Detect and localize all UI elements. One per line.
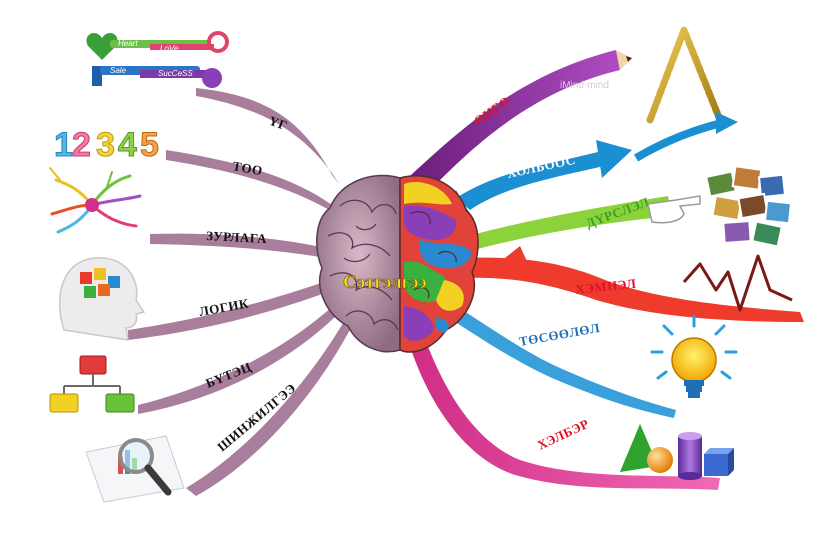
magnifier-chart-icon <box>85 435 185 503</box>
heartbeat-icon <box>682 254 793 312</box>
shapes-icon <box>620 424 734 480</box>
label-tosoolol: ТӨСӨӨЛӨЛ <box>518 320 601 349</box>
key-text-sale: Sale <box>110 66 127 75</box>
watermark-text: iMind-mind <box>560 80 609 91</box>
brain-left-hemisphere <box>316 174 401 353</box>
branch-khemnel <box>462 246 804 322</box>
branch-ug <box>196 88 340 185</box>
left-branches <box>128 88 354 496</box>
label-ug: ҮГ <box>267 113 290 133</box>
key-text-love: LoVe <box>160 44 179 53</box>
mindmap-icon <box>49 167 142 234</box>
numbers-icon: 1 2 3 4 5 <box>54 126 160 165</box>
label-khemnel: ХЭМНЭЛ <box>575 276 637 297</box>
branch-tosoolol <box>440 300 676 418</box>
branch-durslel <box>460 196 672 252</box>
key-text-success: SucCeSS <box>158 69 193 78</box>
branch-zurlaga <box>150 233 326 258</box>
branch-ongo <box>410 50 632 192</box>
org-chart-icon <box>49 355 135 413</box>
central-brain: Сэтгэлгээ <box>316 174 479 353</box>
number-1: 1 <box>54 126 73 164</box>
number-4: 4 <box>118 126 137 164</box>
number-3: 3 <box>96 126 115 164</box>
branch-butets <box>138 305 340 414</box>
label-too: ТОО <box>231 158 263 178</box>
branch-too <box>166 150 336 214</box>
key-text-heart: Heart <box>118 39 138 48</box>
branch-shinjilgee <box>186 318 354 496</box>
blue-arrow-icon <box>633 112 738 162</box>
brain-left-folds <box>327 199 399 331</box>
label-khelber: ХЭЛБЭР <box>535 416 591 453</box>
brain-right-folds <box>409 211 457 299</box>
number-2: 2 <box>72 126 91 164</box>
photos-icon <box>705 165 793 248</box>
keys-icon: Heart LoVe Sale SucCeSS <box>86 31 229 88</box>
pointing-hand-icon <box>647 195 701 224</box>
head-puzzle-icon <box>58 257 146 341</box>
center-title: Сэтгэлгээ <box>343 272 427 293</box>
lightbulb-icon <box>650 314 738 398</box>
branch-logik <box>128 282 328 340</box>
number-5: 5 <box>140 126 159 164</box>
label-zurlaga: ЗУРЛАГА <box>206 228 268 246</box>
chain-letter-icon <box>646 20 724 124</box>
branch-khelber <box>408 336 720 490</box>
